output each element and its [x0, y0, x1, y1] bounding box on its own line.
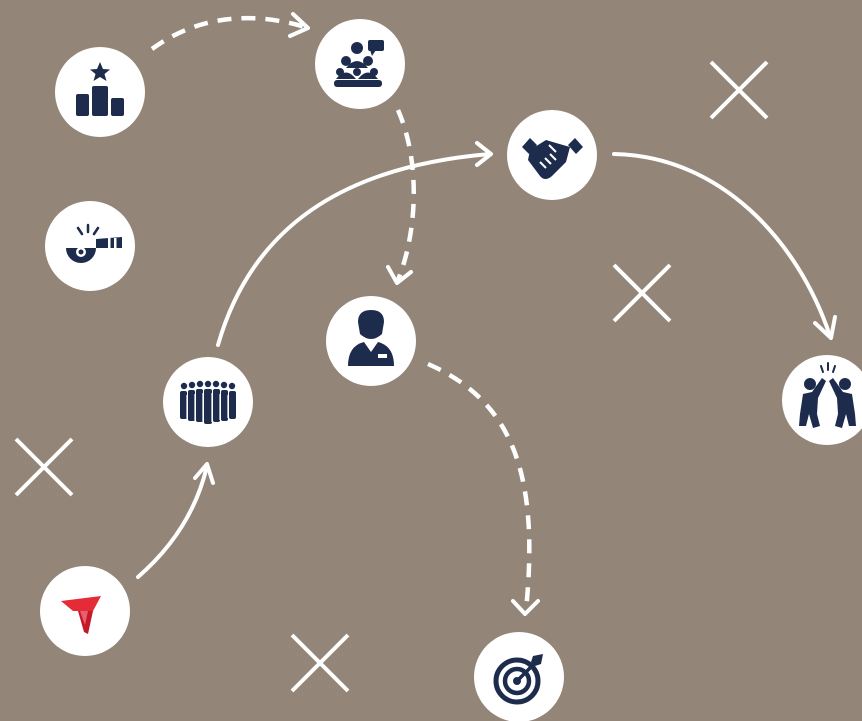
target-icon: [493, 654, 543, 705]
brand-logo-icon: [61, 596, 101, 634]
group-discussion-icon: [334, 40, 384, 87]
cross-marker: [290, 633, 350, 693]
connector-employee-to-target: [427, 361, 540, 616]
connector-crowd-to-handshake: [216, 141, 493, 347]
podium-star-icon: [76, 62, 124, 116]
node-target: [474, 632, 564, 721]
cross-marker: [612, 263, 672, 323]
cross-marker: [14, 437, 74, 497]
handshake-icon: [522, 138, 583, 179]
node-leaderboard: [55, 47, 145, 137]
connector-leaderboard-to-team: [150, 12, 310, 51]
crowd-icon: [180, 380, 236, 424]
employee-icon: [348, 310, 394, 366]
connector-logo-to-crowd: [136, 462, 215, 579]
high-five-icon: [799, 362, 856, 428]
connector-handshake-to-high-five: [612, 152, 837, 340]
node-whistle: [45, 201, 135, 291]
node-logo: [40, 566, 130, 656]
node-employee: [326, 296, 416, 386]
connector-team-to-employee: [386, 109, 416, 285]
node-crowd: [163, 357, 253, 447]
node-team-meeting: [315, 19, 405, 109]
node-handshake: [507, 110, 597, 200]
cross-marker: [709, 60, 769, 120]
node-high-five: [782, 355, 862, 445]
whistle-icon: [66, 223, 122, 263]
